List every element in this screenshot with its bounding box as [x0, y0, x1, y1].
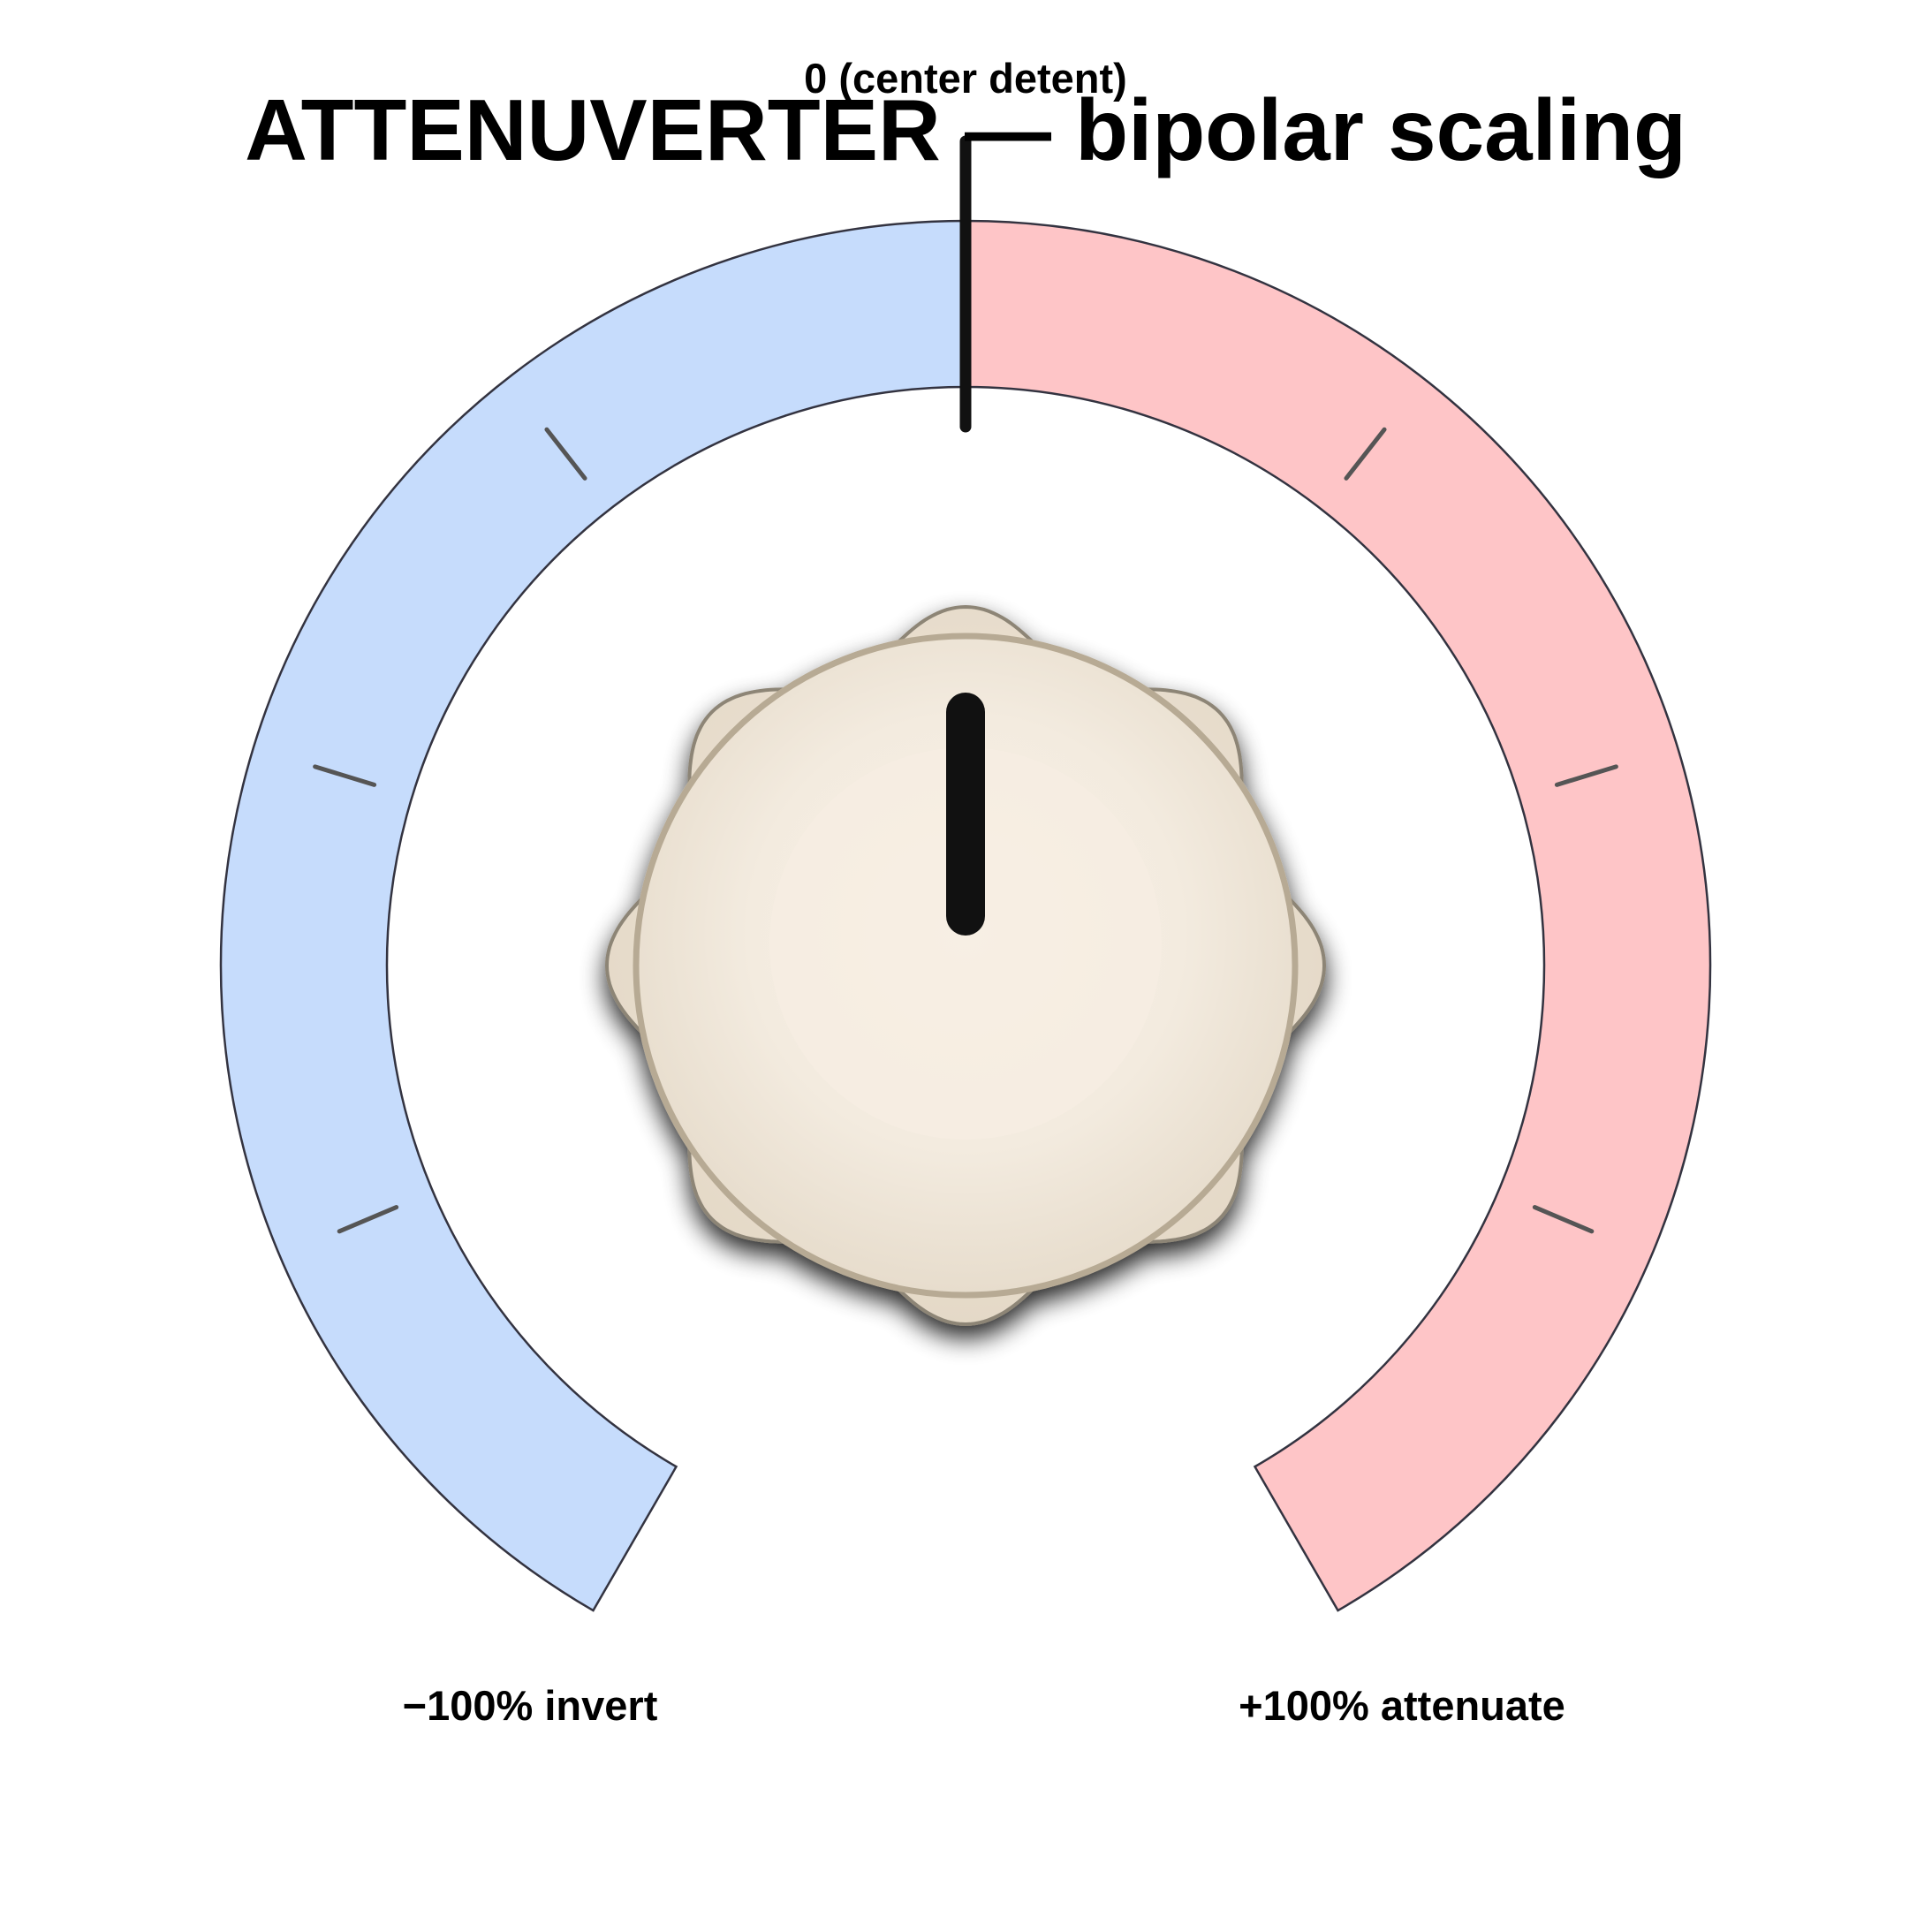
scale-tick [337, 1205, 399, 1234]
scale-ticks [313, 427, 1618, 1234]
scale-tick [313, 764, 377, 787]
scale-arcs [219, 219, 1712, 1612]
scale-tick [1532, 1205, 1595, 1234]
invert-end-label: −100% invert [403, 1682, 658, 1729]
scale-tick [544, 427, 587, 481]
knob-icon[interactable] [604, 604, 1327, 1327]
knob-cap-highlight [769, 747, 1162, 1140]
positive-range-arc [964, 219, 1712, 1612]
center-detent-label: 0 (center detent) [804, 55, 1127, 102]
scale-tick [1344, 427, 1387, 481]
negative-range-arc [219, 219, 967, 1612]
scale-tick [1554, 764, 1618, 787]
attenuate-end-label: +100% attenuate [1239, 1682, 1565, 1729]
diagram-title: ATTENUVERTER — bipolar scaling [245, 81, 1686, 178]
